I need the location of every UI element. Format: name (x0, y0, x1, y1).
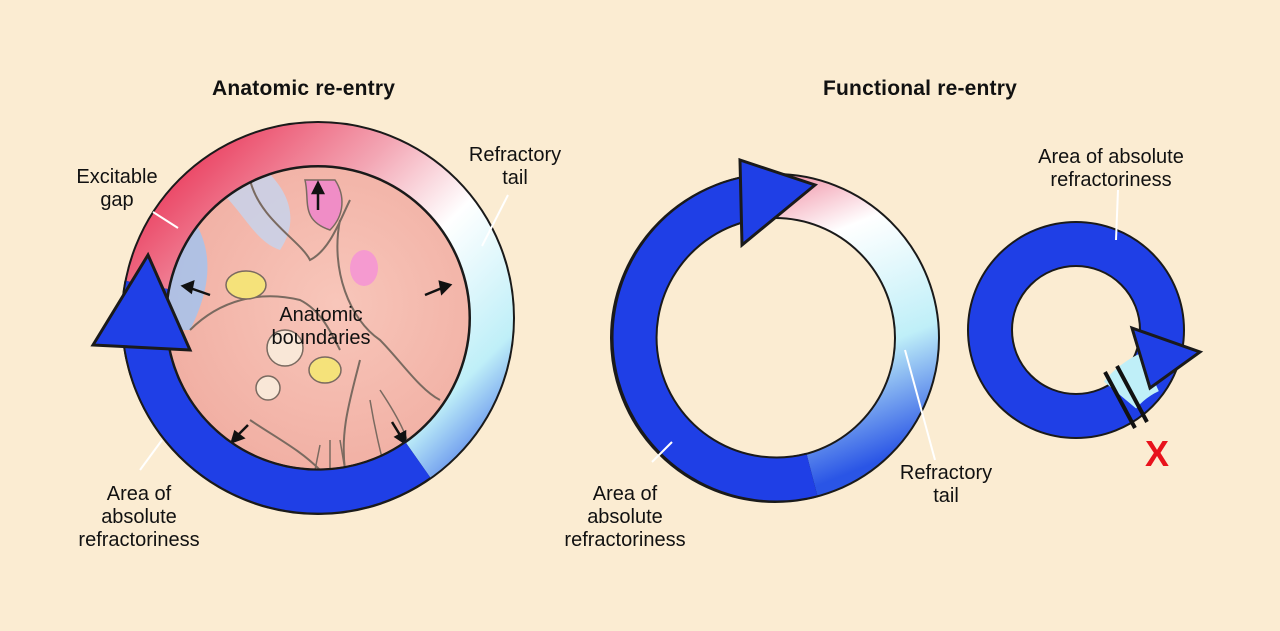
anatomic-reentry (90, 121, 515, 515)
excitable-gap-label: Excitable gap (76, 166, 158, 211)
conduction-block-mark: X (1145, 433, 1170, 474)
small-circuit-absolute-refractoriness-label: Area of absolute refractoriness (1038, 146, 1184, 191)
refractory-tail-label: Refractory tail (468, 144, 562, 189)
anatomic-boundaries-label: Anatomic boundaries (271, 304, 371, 349)
functional-absolute-refractoriness-label: Area of absolute refractoriness (564, 483, 686, 551)
functional-reentry-large (610, 157, 940, 503)
absolute-refractoriness-label: Area of absolute refractoriness (78, 483, 200, 551)
functional-reentry-small (967, 189, 1204, 439)
anatomic-title: Anatomic re-entry (212, 77, 396, 100)
functional-title: Functional re-entry (823, 77, 1017, 100)
functional-refractory-tail-label: Refractory tail (899, 462, 993, 507)
